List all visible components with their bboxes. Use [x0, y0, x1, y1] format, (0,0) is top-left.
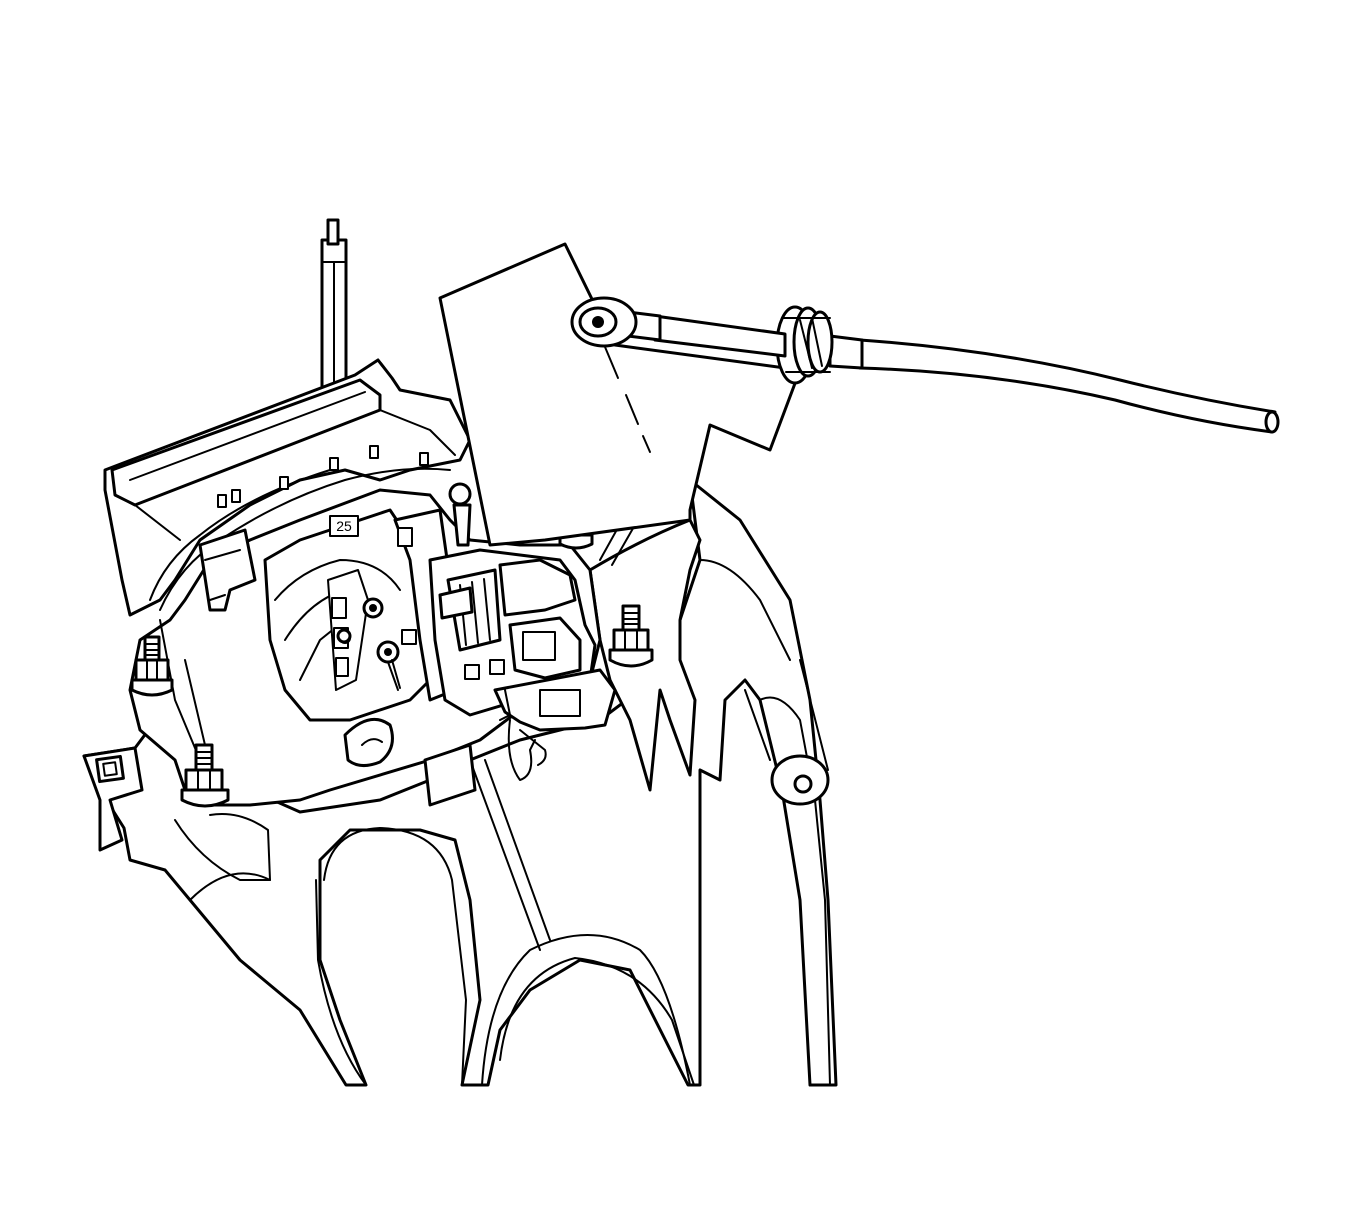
shifter-base: 25 — [128, 482, 602, 807]
cable-bracket-assembly — [428, 548, 617, 781]
stud-nut-rear-left — [130, 635, 174, 697]
part-marking: 25 — [336, 518, 352, 534]
part-marking-box — [329, 515, 359, 537]
detail-view-frame — [438, 242, 802, 547]
stud-nut-front-left — [180, 743, 230, 808]
shift-cable — [570, 296, 1280, 434]
stud-nut-front-right — [608, 604, 654, 668]
